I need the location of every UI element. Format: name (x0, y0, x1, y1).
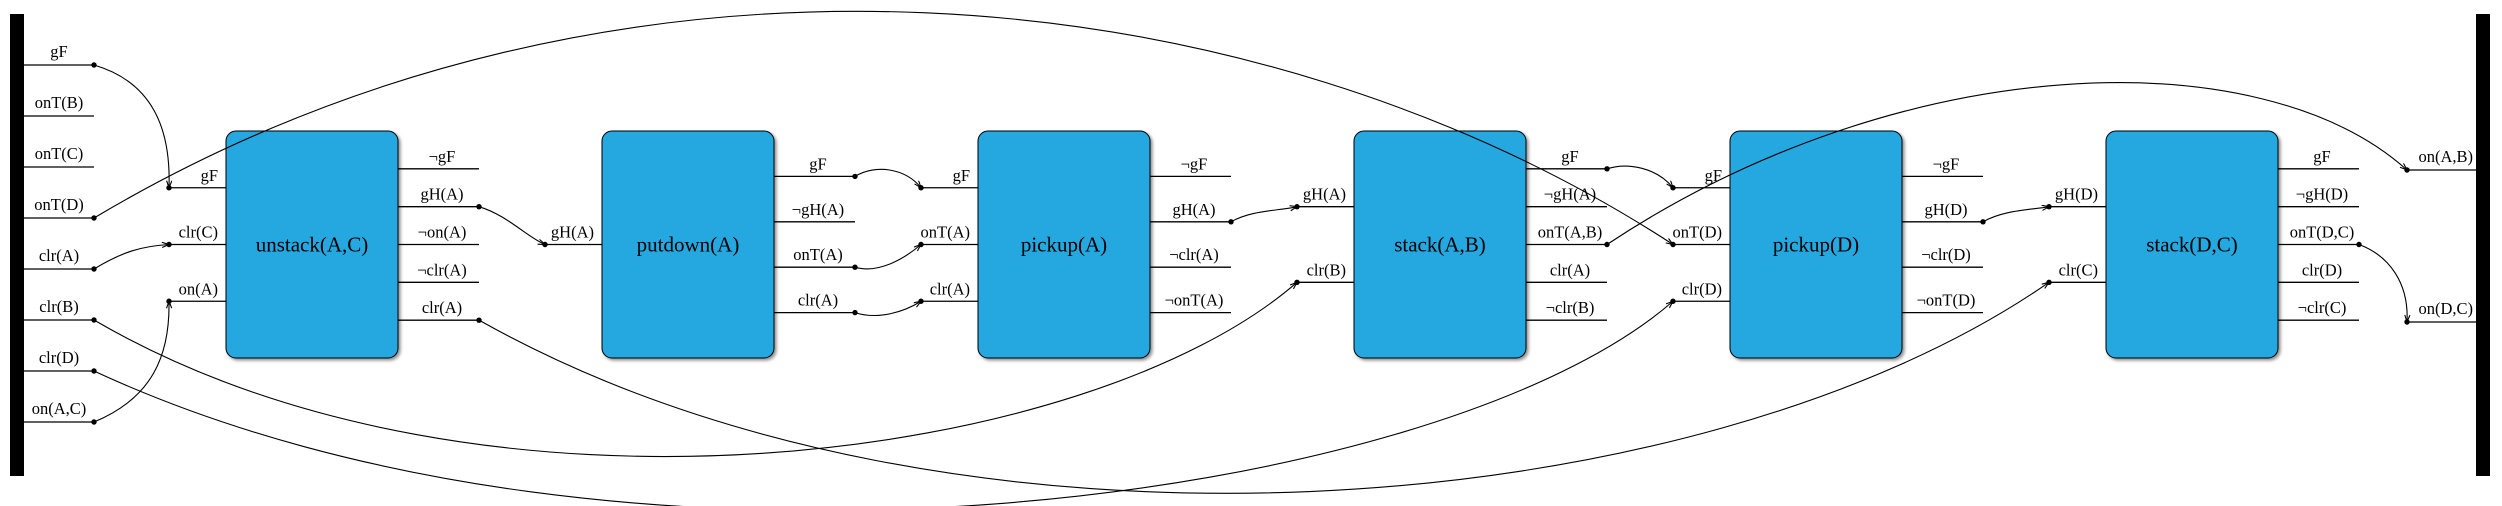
action-title: stack(D,C) (2146, 233, 2238, 257)
initial-fact-label: on(A,C) (32, 399, 87, 418)
goal-state-bar (2476, 14, 2490, 476)
input-port-label: gF (953, 166, 970, 185)
causal-link-arrow (478, 282, 2049, 494)
causal-link-arrow (93, 64, 169, 188)
input-port-label: gH(D) (2055, 185, 2098, 204)
output-port-label: ¬onT(A) (1165, 291, 1224, 310)
output-port-label: onT(A) (793, 245, 842, 264)
causal-link-arrow (478, 206, 545, 245)
initial-fact-label: onT(B) (35, 93, 84, 112)
input-port-label: clr(C) (2059, 260, 2098, 279)
action-title: putdown(A) (637, 233, 740, 257)
output-port-label: ¬gF (1933, 154, 1960, 173)
initial-fact-label: onT(C) (35, 144, 84, 163)
causal-link-arrow (93, 245, 169, 270)
output-port-label: ¬gF (1181, 154, 1208, 173)
causal-link-arrow (93, 282, 1297, 458)
goal-fact-label: on(A,B) (2418, 147, 2473, 166)
output-port-label: gH(A) (420, 185, 463, 204)
output-port-label: ¬gH(D) (2296, 185, 2348, 204)
causal-link-arrow (854, 301, 921, 316)
output-port-label: ¬clr(D) (1921, 245, 1971, 264)
causal-link-arrow (93, 10, 1673, 244)
output-port-label: ¬onT(D) (1917, 291, 1976, 310)
causal-link-arrow (1982, 207, 2049, 223)
input-port-label: onT(A) (921, 223, 970, 242)
causal-link-arrow (854, 168, 921, 187)
causal-link-arrow (1606, 165, 1673, 188)
action-title: unstack(A,C) (256, 233, 369, 257)
input-port-label: clr(C) (179, 223, 218, 242)
action-title: pickup(A) (1021, 233, 1107, 257)
input-port-label: clr(D) (1682, 279, 1722, 298)
initial-fact-label: clr(A) (39, 246, 79, 265)
output-port-label: clr(D) (2302, 260, 2342, 279)
initial-fact-label: onT(D) (34, 195, 83, 214)
output-port-label: gF (809, 154, 826, 173)
output-port-label: ¬clr(C) (2298, 298, 2347, 317)
causal-link-arrow (93, 301, 1673, 506)
input-port-label: gF (201, 166, 218, 185)
input-port-label: clr(B) (1307, 260, 1346, 279)
output-port-label: ¬gH(A) (792, 200, 844, 219)
output-port-label: ¬on(A) (418, 223, 467, 242)
output-port-label: clr(A) (422, 298, 462, 317)
output-port-label: gH(A) (1172, 200, 1215, 219)
input-port-label: gH(A) (1303, 185, 1346, 204)
output-port-label: ¬gF (429, 147, 456, 166)
input-port-label: clr(A) (930, 279, 970, 298)
output-port-label: gH(D) (1924, 200, 1967, 219)
causal-link-arrow (1606, 82, 2407, 245)
causal-link-arrow (854, 245, 921, 270)
initial-fact-label: clr(B) (39, 297, 78, 316)
output-port-label: ¬gH(A) (1544, 185, 1596, 204)
causal-link-arrow (1230, 207, 1297, 223)
output-port-label: gF (2313, 147, 2330, 166)
goal-fact-label: on(D,C) (2418, 299, 2473, 318)
input-port-label: gF (1705, 166, 1722, 185)
initial-fact-label: gF (50, 42, 67, 61)
causal-link-arrow (93, 301, 169, 423)
connection-dot (476, 317, 482, 323)
output-port-label: gF (1561, 147, 1578, 166)
output-port-label: ¬clr(B) (1546, 298, 1595, 317)
initial-state-bar (10, 14, 24, 476)
connection-dot (852, 309, 858, 316)
input-port-label: gH(A) (551, 223, 594, 242)
output-port-label: onT(D,C) (2290, 223, 2355, 242)
output-port-label: clr(A) (1550, 260, 1590, 279)
output-port-label: ¬clr(A) (1169, 245, 1219, 264)
action-title: stack(A,B) (1394, 233, 1486, 257)
causal-link-arrow (2358, 243, 2407, 323)
initial-fact-label: clr(D) (39, 348, 79, 367)
action-title: pickup(D) (1773, 233, 1859, 257)
input-port-label: onT(D) (1673, 223, 1722, 242)
output-port-label: clr(A) (798, 291, 838, 310)
input-port-label: on(A) (179, 279, 218, 298)
output-port-label: ¬clr(A) (417, 260, 467, 279)
output-port-label: onT(A,B) (1538, 223, 1603, 242)
